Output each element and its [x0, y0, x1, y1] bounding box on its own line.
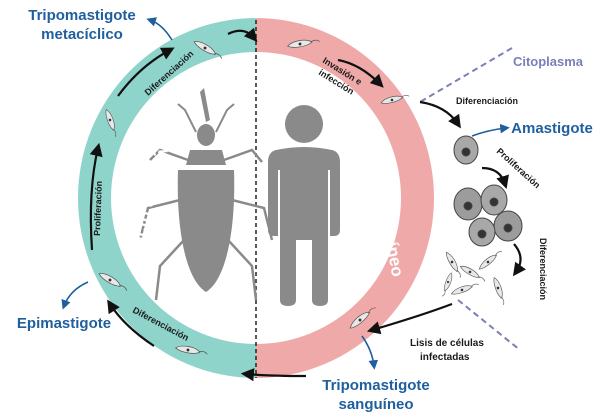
- label-tripomastigote-metaciclico: Tripomastigote: [28, 7, 136, 24]
- label-proliferacion-right: Proliferación: [495, 146, 543, 190]
- label-proliferacion-left: Proliferación: [92, 181, 104, 236]
- label-lisis: Lisis de células: [410, 338, 484, 349]
- label-tripomastigote-metaciclico-2: metacíclico: [41, 26, 123, 43]
- label-tripomastigote-sanguineo: Tripomastigote: [322, 377, 430, 394]
- label-tripomastigote-sanguineo-2: sanguíneo: [338, 396, 413, 413]
- label-citoplasma: Citoplasma: [513, 54, 584, 69]
- label-epimastigote: Epimastigote: [17, 315, 111, 332]
- label-tracto-digestivo: Tracto digestivo: [124, 132, 176, 263]
- parasite-icon: [441, 248, 507, 305]
- label-lisis-2: infectadas: [420, 352, 470, 363]
- label-diferenciacion-cell: Diferenciación: [456, 96, 518, 106]
- cytoplasm-boundary-line: [420, 48, 512, 102]
- infected-cell-icon: [454, 136, 522, 246]
- label-diferenciacion-right: Diferenciación: [538, 238, 548, 300]
- label-amastigote: Amastigote: [511, 120, 593, 137]
- human-silhouette-icon: [268, 105, 340, 306]
